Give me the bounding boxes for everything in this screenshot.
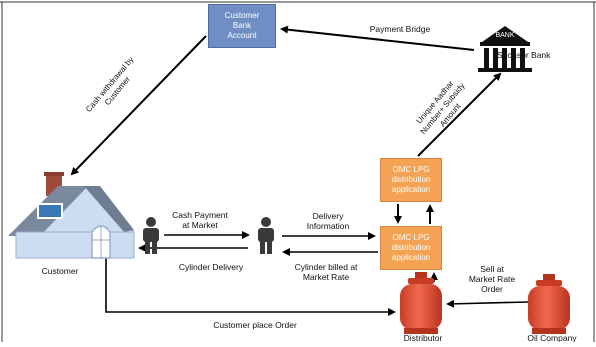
omc-lpg-top-box: OMC LPG distribution application (380, 158, 442, 202)
omc-lpg-bottom-box: OMC LPG distribution application (380, 226, 442, 270)
cylinder-billed-line-2: Market Rate (302, 272, 350, 282)
customer-house-icon (8, 172, 136, 259)
bank-logo-text: BANK (495, 32, 515, 39)
customer-bank-line-3: Account (227, 31, 257, 40)
customer-bank-line-2: Bank (232, 21, 252, 30)
customer-bank-line-1: Customer (224, 11, 260, 20)
payment-bridge-arrow (280, 25, 475, 51)
delivery-info-line-1: Delivery (312, 211, 344, 221)
aadhar-subsidy-arrow (417, 72, 502, 157)
customer-label: Customer (41, 266, 79, 276)
cylinder-delivery-label: Cylinder Delivery (178, 262, 244, 272)
oil-company-label: Oil Company (527, 333, 577, 342)
oil-company-cylinder-icon (528, 274, 570, 334)
sponsor-bank-label: Sponsor Bank (497, 50, 551, 60)
sell-line-1: Sell at (480, 264, 504, 274)
place-order-arrow (105, 258, 396, 316)
customer-place-order-label: Customer place Order (213, 320, 297, 330)
distributor-label: Distributor (403, 333, 443, 342)
sell-market-rate-label: Sell at Market Rate Order (452, 264, 532, 294)
distributor-cylinder-icon (400, 272, 442, 334)
cash-payment-label: Cash Payment at Market (160, 210, 240, 230)
person-1-icon (143, 217, 159, 254)
customer-bank-account-box: Customer Bank Account (208, 4, 276, 48)
delivery-info-label: Delivery Information (290, 211, 366, 231)
cylinder-billed-line-1: Cylinder billed at (294, 262, 358, 272)
omc-top-line-1: OMC LPG (392, 165, 430, 174)
chimney-cap (44, 172, 64, 176)
sell-line-2: Market Rate (468, 274, 516, 284)
omc-bottom-line-2: distribution (391, 243, 431, 252)
cash-withdrawal-arrow (70, 35, 207, 176)
house-window (37, 203, 63, 219)
delivery-info-line-2: Information (306, 221, 350, 231)
omc-bottom-line-3: application (391, 253, 431, 262)
oil-to-distributor-arrow (446, 299, 529, 308)
sell-line-3: Order (481, 284, 503, 294)
cash-payment-line-2: at Market (182, 220, 218, 230)
bank-building-icon (478, 26, 532, 72)
payment-bridge-label: Payment Bridge (369, 24, 431, 34)
house-wall (15, 231, 135, 259)
cash-payment-line-1: Cash Payment (172, 210, 228, 220)
omc-bottom-line-1: OMC LPG (392, 233, 430, 242)
cylinder-billed-label: Cylinder billed at Market Rate (278, 262, 374, 282)
omc-top-line-2: distribution (391, 175, 431, 184)
roof-right (84, 186, 134, 232)
person-2-icon (258, 217, 274, 254)
omc-top-line-3: application (391, 185, 431, 194)
